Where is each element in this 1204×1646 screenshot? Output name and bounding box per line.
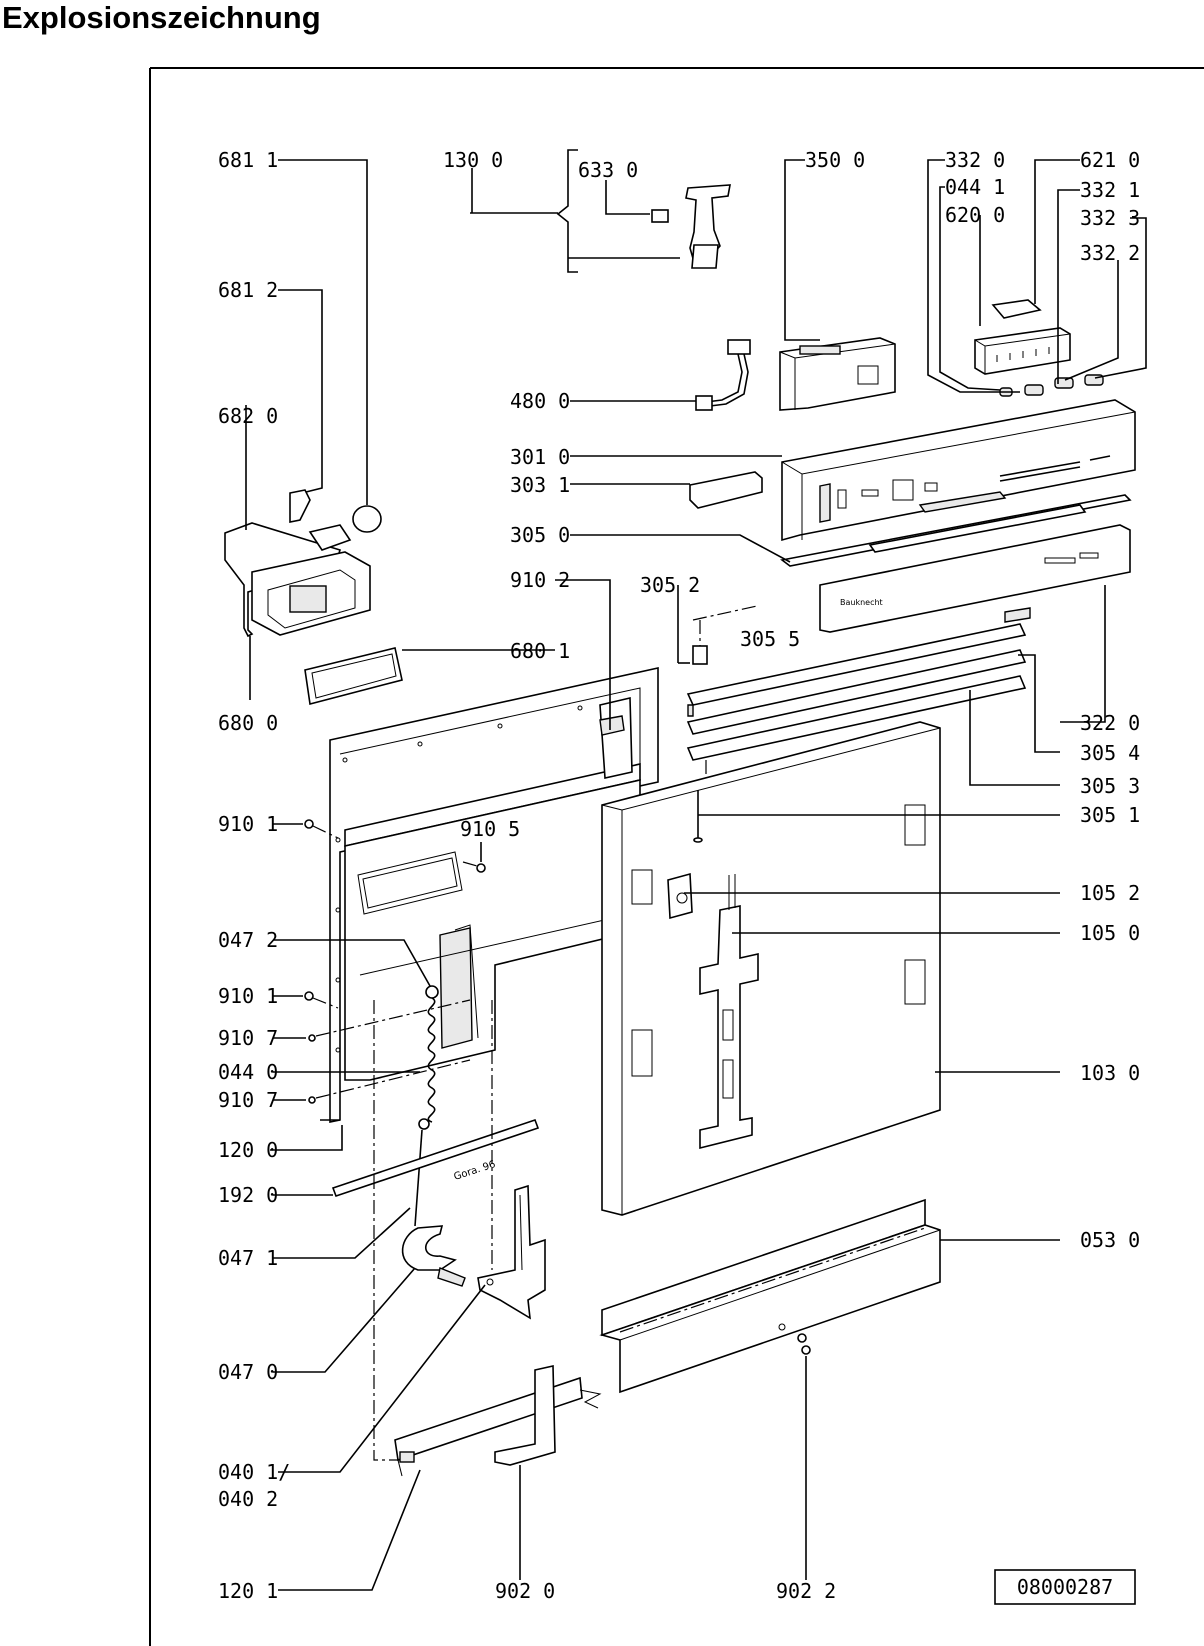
part-callout-105-0: 105 0	[1080, 921, 1140, 945]
part-callout-303-1: 303 1	[510, 473, 570, 497]
part-callout-910-7a: 910 7	[218, 1026, 278, 1050]
part-callout-305-5: 305 5	[740, 627, 800, 651]
part-callout-305-0: 305 0	[510, 523, 570, 547]
part-callout-040-2: 040 2	[218, 1487, 278, 1511]
document-number: 08000287	[1017, 1575, 1113, 1599]
part-callout-130-0: 130 0	[443, 148, 503, 172]
part-callout-105-2: 105 2	[1080, 881, 1140, 905]
cable-harness	[570, 339, 751, 411]
page-title: Explosionszeichnung	[2, 0, 321, 35]
part-callout-103-0: 103 0	[1080, 1061, 1140, 1085]
part-callout-192-0: 192 0	[218, 1183, 278, 1207]
front-panel: Bauknecht	[819, 524, 1131, 723]
hinge-arm-bracket	[278, 1184, 546, 1473]
part-callout-633-0: 633 0	[578, 158, 638, 182]
document-number-box	[994, 1569, 1136, 1605]
part-callout-044-0: 044 0	[218, 1060, 278, 1084]
part-callout-910-2: 910 2	[510, 568, 570, 592]
part-callout-040-1: 040 1/	[218, 1460, 290, 1484]
door-spring	[273, 939, 439, 1227]
part-callout-322-0: 322 0	[1080, 711, 1140, 735]
switch-module	[927, 159, 1147, 397]
part-callout-332-1: 332 1	[1080, 178, 1140, 202]
seal-strip: Gora. 96	[273, 1118, 540, 1198]
part-callout-332-2: 332 2	[1080, 241, 1140, 265]
part-callout-047-1: 047 1	[218, 1246, 278, 1270]
part-callout-910-1b: 910 1	[218, 984, 278, 1008]
screws	[273, 819, 486, 1104]
kick-plate	[599, 1198, 1060, 1394]
part-callout-332-3: 332 3	[1080, 206, 1140, 230]
part-callout-301-0: 301 0	[510, 445, 570, 469]
control-board	[779, 159, 896, 411]
part-callout-910-7b: 910 7	[218, 1088, 278, 1112]
inner-door-frame	[270, 579, 659, 1151]
part-callout-350-0: 350 0	[805, 148, 865, 172]
date-stamp: Gora. 96	[453, 1159, 497, 1183]
part-callout-305-4: 305 4	[1080, 741, 1140, 765]
part-callout-620-0: 620 0	[945, 203, 1005, 227]
part-callout-910-5: 910 5	[460, 817, 520, 841]
part-callout-902-0: 902 0	[495, 1579, 555, 1603]
part-callout-120-0: 120 0	[218, 1138, 278, 1162]
part-callout-680-0: 680 0	[218, 711, 278, 735]
control-panel-fascia	[570, 399, 1136, 542]
part-callout-332-0: 332 0	[945, 148, 1005, 172]
part-callout-902-2: 902 2	[776, 1579, 836, 1603]
hinge-bracket-assembly	[470, 149, 731, 273]
part-callout-680-1: 680 1	[510, 639, 570, 663]
lower-door-bracket	[278, 1365, 602, 1591]
part-callout-305-1: 305 1	[1080, 803, 1140, 827]
part-callout-621-0: 621 0	[1080, 148, 1140, 172]
detergent-dispenser	[224, 159, 382, 700]
part-callout-305-3: 305 3	[1080, 774, 1140, 798]
part-callout-682-0: 682 0	[218, 404, 278, 428]
part-callout-053-0: 053 0	[1080, 1228, 1140, 1252]
part-callout-681-1: 681 1	[218, 148, 278, 172]
door-rails	[686, 607, 1060, 786]
program-button-cover	[570, 471, 763, 509]
trim-strip	[570, 494, 1132, 567]
part-callout-047-2: 047 2	[218, 928, 278, 952]
dispenser-gasket	[304, 647, 555, 705]
part-callout-120-1: 120 1	[218, 1579, 278, 1603]
outer-door-panel	[601, 721, 1060, 1216]
part-callout-681-2: 681 2	[218, 278, 278, 302]
hinge-cam	[273, 1207, 466, 1373]
part-callout-305-2: 305 2	[640, 573, 700, 597]
part-callout-480-0: 480 0	[510, 389, 570, 413]
part-callout-910-1a: 910 1	[218, 812, 278, 836]
panel-clip	[677, 585, 758, 665]
plinth-screw	[797, 1333, 811, 1580]
brand-logo-text: Bauknecht	[840, 598, 883, 607]
part-callout-047-0: 047 0	[218, 1360, 278, 1384]
part-callout-044-1: 044 1	[945, 175, 1005, 199]
